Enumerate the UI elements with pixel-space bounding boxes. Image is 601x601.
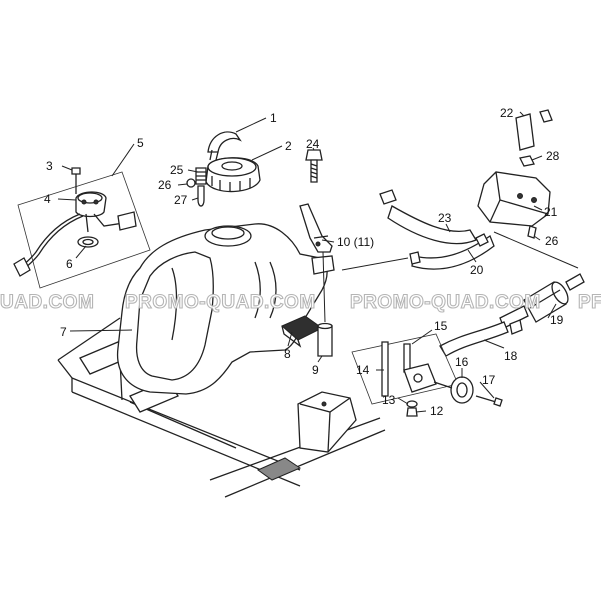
callout-19: 19 [550,313,564,327]
callout-17: 17 [482,373,496,387]
watermark-middle: PROMO-QUAD.COM [125,292,316,313]
callout-7: 7 [60,325,67,339]
fuel-tank [116,223,335,395]
leader-lines [57,111,557,413]
callout-22: 22 [500,106,514,120]
fuel-cap-assembly [186,131,261,207]
callout-26-pump: 26 [545,234,559,248]
callout-23: 23 [438,211,452,225]
watermark-right: PROMO-QUAD.COM [350,292,541,313]
callout-12: 12 [430,404,444,418]
callout-18: 18 [504,349,518,363]
callout-2: 2 [285,139,292,153]
callout-labels: 1 2 3 4 5 6 7 8 9 10 (11) 12 13 14 15 16… [44,106,564,418]
callout-24: 24 [306,137,320,151]
fuel-tap-assembly [351,333,503,417]
callout-15: 15 [434,319,448,333]
callout-10-11: 10 (11) [337,235,374,249]
fuel-pump-assembly [341,109,579,271]
fuel-filter-assembly [439,273,585,357]
callout-14: 14 [356,363,370,377]
callout-13: 13 [382,393,396,407]
callout-27: 27 [174,193,188,207]
callout-16: 16 [455,355,469,369]
callout-8: 8 [284,347,291,361]
callout-1: 1 [270,111,277,125]
callout-28: 28 [546,149,560,163]
callout-20: 20 [470,263,484,277]
callout-4: 4 [44,192,51,206]
callout-26-vent: 26 [158,178,172,192]
callout-21: 21 [544,205,558,219]
callout-9: 9 [312,363,319,377]
callout-6: 6 [66,257,73,271]
watermark-left: UAD.COM [0,292,94,313]
callout-25: 25 [170,163,184,177]
fuel-gauge-assembly [13,167,151,289]
watermark: UAD.COM PROMO-QUAD.COM PROMO-QUAD.COM PF [0,291,601,313]
watermark-edge: PF [578,292,601,313]
callout-5: 5 [137,136,144,150]
rubber-pad [256,457,302,481]
callout-3: 3 [46,159,53,173]
